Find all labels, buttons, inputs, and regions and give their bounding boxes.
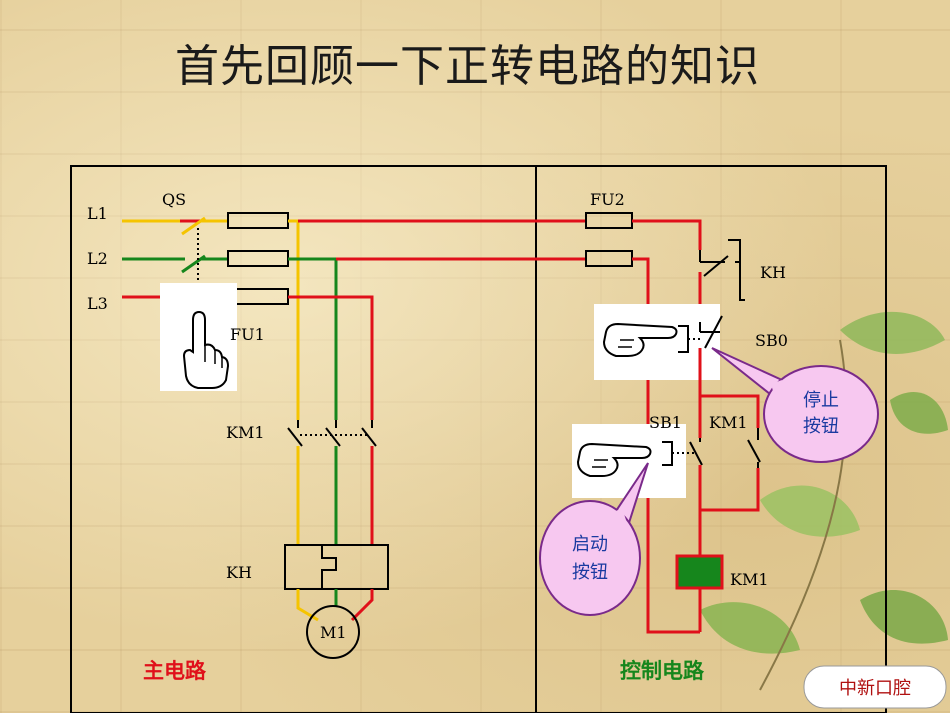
km1-aux-contact [747, 428, 761, 468]
label-fu1: FU1 [230, 325, 265, 344]
label-l1: L1 [87, 204, 108, 223]
fu1-fuse-2 [227, 250, 289, 267]
km1-main-contacts [287, 420, 377, 447]
start-button-callout: 启动 按钮 [539, 462, 649, 616]
label-fu2: FU2 [590, 190, 625, 209]
pointing-hand-right-icon-2 [576, 442, 652, 477]
label-kh-main: KH [226, 563, 252, 582]
fu2-fuse-2 [585, 250, 633, 267]
label-km1-aux: KM1 [709, 413, 748, 432]
start-callout-line-1: 启动 [572, 534, 608, 555]
main-circuit-title: 主电路 [143, 659, 207, 683]
stop-callout-line-2: 按钮 [803, 416, 839, 437]
label-l2: L2 [87, 249, 108, 268]
label-l3: L3 [87, 294, 108, 313]
stop-callout-line-1: 停止 [803, 390, 839, 411]
label-km1-coil: KM1 [730, 570, 769, 589]
label-sb0: SB0 [755, 331, 788, 350]
label-sb1: SB1 [649, 413, 682, 432]
kh-nc-contact [699, 239, 745, 301]
km1-coil [675, 554, 724, 590]
label-km1-main: KM1 [226, 423, 265, 442]
pointing-hand-right-icon [602, 322, 678, 357]
fu2-fuse-1 [585, 212, 633, 229]
control-circuit-title: 控制电路 [620, 659, 705, 683]
label-qs: QS [162, 190, 186, 209]
slide-title: 首先回顾一下正转电路的知识 [175, 41, 760, 92]
watermark-badge: 中新口腔 [803, 665, 947, 709]
main-circuit [122, 212, 389, 659]
leaf-decoration [700, 311, 948, 691]
watermark-text: 中新口腔 [839, 678, 911, 699]
pointing-hand-up-icon [160, 283, 237, 391]
fu1-fuse-1 [227, 212, 289, 229]
label-m1: M1 [320, 623, 347, 642]
diagram-frame [70, 165, 887, 713]
control-circuit [298, 212, 761, 634]
start-callout-line-2: 按钮 [572, 562, 608, 583]
label-kh-control: KH [760, 263, 786, 282]
stop-button-callout: 停止 按钮 [711, 347, 879, 463]
motor-m1 [306, 605, 360, 659]
